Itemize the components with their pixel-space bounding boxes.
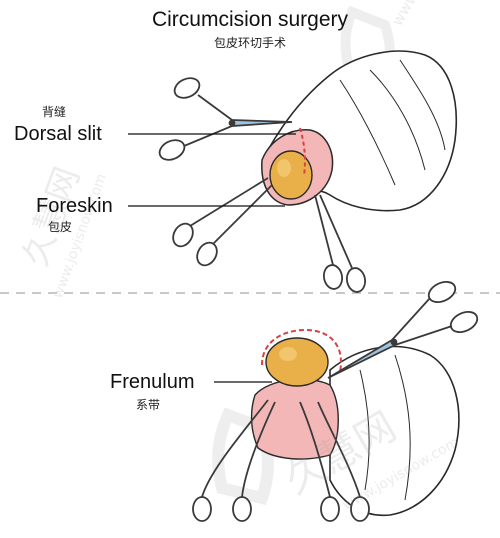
foreskin-label-zh: 包皮 bbox=[48, 220, 73, 234]
frenulum-label-en: Frenulum bbox=[110, 371, 195, 393]
glans-bottom bbox=[265, 337, 329, 387]
frenulum-cut-line bbox=[261, 328, 342, 373]
scissors-top bbox=[158, 77, 293, 161]
foreskin-label-en: Foreskin bbox=[36, 195, 113, 217]
glans-top bbox=[269, 150, 313, 200]
dorsal-slit-cut-line bbox=[299, 127, 306, 177]
dorsal-slit-label-en: Dorsal slit bbox=[14, 123, 102, 145]
title-english: Circumcision surgery bbox=[151, 8, 349, 31]
penis-shaft-bottom bbox=[329, 345, 460, 517]
clamp-top-right bbox=[314, 194, 367, 293]
clamp-bottom-right bbox=[299, 401, 370, 522]
scissors-bottom bbox=[327, 281, 479, 379]
title-chinese: 包皮环切手术 bbox=[213, 36, 286, 50]
dorsal-slit-label-zh: 背缝 bbox=[42, 105, 67, 119]
clamp-top-left bbox=[172, 177, 273, 267]
clamp-bottom-left bbox=[192, 399, 276, 522]
frenulum-label-zh: 系带 bbox=[136, 398, 161, 412]
